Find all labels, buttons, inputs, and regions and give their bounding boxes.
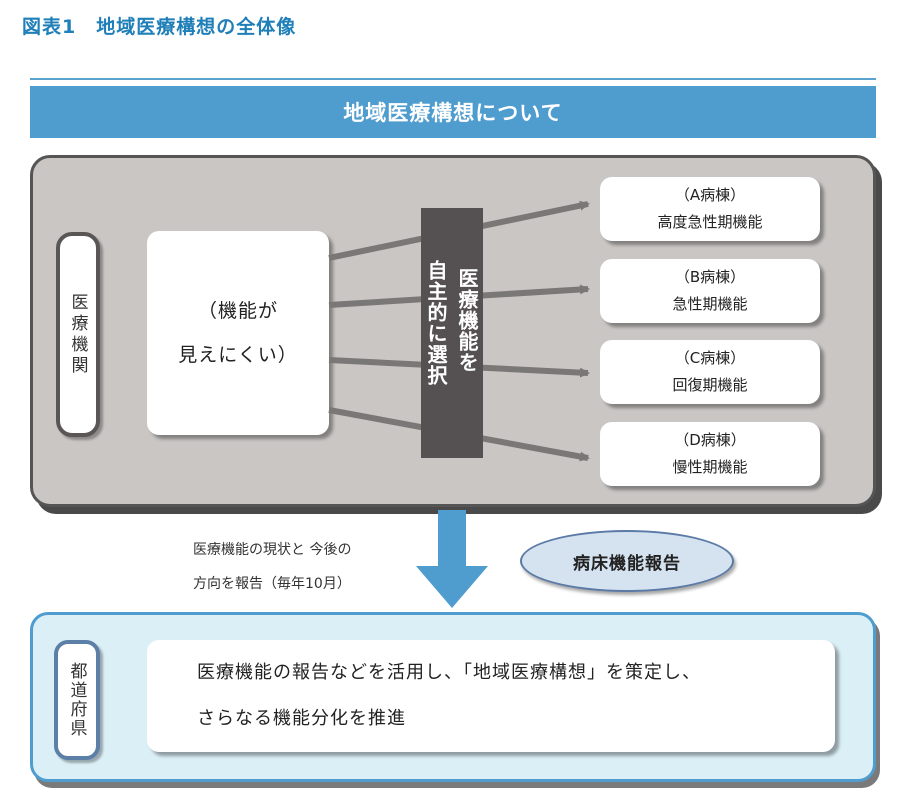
prefecture-line-1: 医療機能の報告などを活用し、「地域医療構想」を策定し、	[197, 662, 701, 683]
institution-label-text: 医療機関	[67, 292, 88, 377]
ward-d-function: 慢性期機能	[672, 458, 748, 476]
bed-function-report-text: 病床機能報告	[573, 553, 681, 574]
invisible-functions-box: （機能が 見えにくい）	[147, 231, 329, 435]
self-select-bar: 医療機能を 自主的に選択	[421, 208, 483, 458]
ward-d-box: （D病棟） 慢性期機能	[600, 422, 820, 486]
select-text-col-1: 医療機能を	[455, 268, 479, 373]
ward-a-name: （A病棟）	[674, 186, 746, 204]
ward-c-function: 回復期機能	[672, 376, 748, 394]
ward-b-box: （B病棟） 急性期機能	[600, 259, 820, 323]
ward-a-function: 高度急性期機能	[657, 213, 763, 231]
prefecture-policy-box: 医療機能の報告などを活用し、「地域医療構想」を策定し、 さらなる機能分化を推進	[147, 640, 835, 752]
prefecture-label: 都道府県	[54, 640, 100, 760]
institution-label: 医療機関	[56, 232, 100, 437]
invisible-line-1: （機能が	[197, 300, 278, 322]
report-note-line-2: 方向を報告（毎年10月）	[193, 576, 351, 592]
report-note: 医療機能の現状と 今後の 方向を報告（毎年10月）	[193, 533, 413, 601]
report-note-line-1: 医療機能の現状と 今後の	[193, 542, 352, 558]
select-text-col-2: 自主的に選択	[424, 260, 448, 386]
prefecture-label-text: 都道府県	[66, 662, 87, 738]
ward-b-name: （B病棟）	[674, 268, 746, 286]
ward-b-function: 急性期機能	[672, 295, 748, 313]
banner-title: 地域医療構想について	[343, 101, 563, 125]
banner: 地域医療構想について	[30, 86, 876, 138]
prefecture-line-2: さらなる機能分化を推進	[197, 708, 406, 729]
ward-c-name: （C病棟）	[674, 349, 746, 367]
ward-d-name: （D病棟）	[674, 431, 746, 449]
ward-a-box: （A病棟） 高度急性期機能	[600, 177, 820, 241]
bed-function-report-oval: 病床機能報告	[520, 530, 734, 592]
down-arrow-icon	[416, 510, 488, 608]
invisible-line-2: 見えにくい）	[178, 344, 298, 366]
banner-top-rule	[30, 78, 876, 80]
ward-c-box: （C病棟） 回復期機能	[600, 340, 820, 404]
figure-title: 図表1 地域医療構想の全体像	[22, 16, 297, 38]
